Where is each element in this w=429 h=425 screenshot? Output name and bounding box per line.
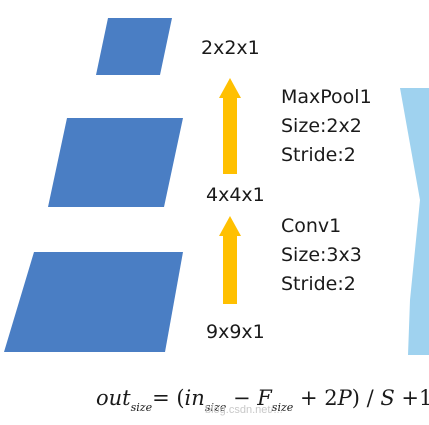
- formula-in-sub: size: [204, 401, 227, 414]
- conv-size: Size:3x3: [281, 244, 362, 266]
- formula-s: S: [380, 386, 395, 410]
- formula-out: out: [96, 386, 131, 410]
- maxpool-size: Size:2x2: [281, 115, 362, 137]
- middle-size-label: 4x4x1: [206, 184, 265, 206]
- maxpool-stride: Stride:2: [281, 144, 356, 166]
- formula-f: F: [257, 386, 272, 410]
- conv-arrow: [219, 216, 241, 304]
- conv-op: Conv1 Size:3x3 Stride:2: [281, 212, 362, 299]
- formula-f-sub: size: [271, 401, 294, 414]
- formula-equals: = (: [152, 386, 185, 410]
- formula-in: in: [184, 386, 205, 410]
- maxpool-name: MaxPool1: [281, 86, 372, 108]
- middle-layer-block: [48, 118, 183, 207]
- formula-plus: + 2: [293, 386, 338, 410]
- watermark: blog.csdn.net/...: [205, 404, 283, 416]
- maxpool-op: MaxPool1 Size:2x2 Stride:2: [281, 83, 372, 170]
- output-size-formula: outsize= (insize − Fsize + 2P) / S +1: [96, 386, 429, 414]
- maxpool-arrow: [219, 78, 241, 174]
- conv-stride: Stride:2: [281, 273, 356, 295]
- output-size-label: 2x2x1: [201, 37, 260, 59]
- side-panel: [400, 88, 429, 355]
- output-layer-block: [96, 18, 172, 75]
- formula-minus: −: [226, 386, 258, 410]
- input-size-label: 9x9x1: [206, 321, 265, 343]
- input-layer-block: [4, 252, 183, 352]
- formula-p: P: [337, 386, 352, 410]
- formula-close: ) /: [351, 386, 381, 410]
- conv-name: Conv1: [281, 215, 342, 237]
- formula-out-sub: size: [130, 401, 153, 414]
- formula-tail: +1: [394, 386, 429, 410]
